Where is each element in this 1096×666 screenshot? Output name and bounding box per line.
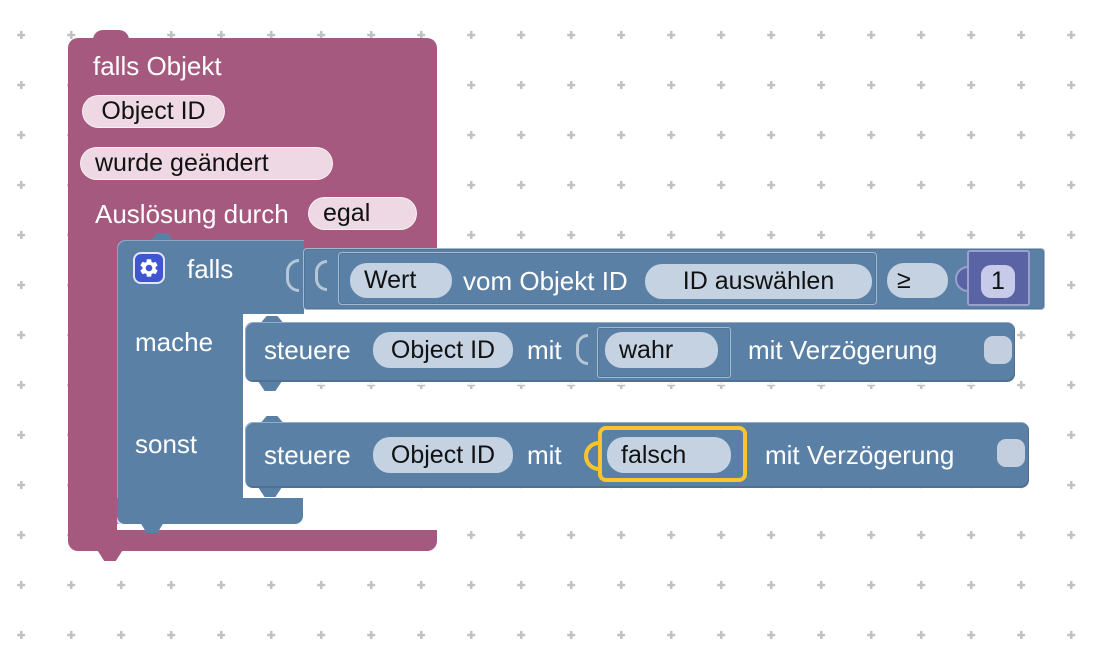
operator-dropdown[interactable]: ≥ <box>887 263 948 298</box>
do-label: mache <box>135 327 214 357</box>
else-label: sonst <box>135 429 198 459</box>
trigger-by-dropdown[interactable]: egal <box>308 197 417 230</box>
do-statement-prev-connector <box>260 316 284 323</box>
else-delay-checkbox[interactable] <box>997 439 1025 467</box>
if-block-next-connector <box>140 523 164 533</box>
number-value-field[interactable]: 1 <box>981 265 1015 298</box>
attribute-dropdown-label: Wert <box>364 266 417 294</box>
trigger-block-next-connector <box>97 551 123 561</box>
else-with-label: mit <box>527 440 562 470</box>
else-statement-prev-connector <box>260 416 284 423</box>
do-value-socket <box>576 334 588 365</box>
attribute-dropdown[interactable]: Wert <box>350 263 452 298</box>
else-delay-label: mit Verzögerung <box>765 440 955 470</box>
if-block-left-spine[interactable] <box>117 300 243 524</box>
selected-block-tab <box>584 441 599 471</box>
operator-dropdown-label: ≥ <box>897 266 911 294</box>
event-dropdown[interactable]: wurde geändert <box>80 147 333 180</box>
do-action-label: steuere <box>264 335 351 365</box>
event-dropdown-label: wurde geändert <box>95 149 269 177</box>
trigger-block-title: falls Objekt <box>93 51 222 81</box>
else-value-dropdown-label: falsch <box>621 440 687 469</box>
condition-object-id-field[interactable]: ID auswählen <box>645 264 872 299</box>
else-value-dropdown[interactable]: falsch <box>607 437 731 473</box>
else-control-block-next-connector <box>258 488 282 497</box>
trigger-block-bottom-bar[interactable] <box>68 530 437 551</box>
gear-glyph <box>140 259 158 277</box>
of-object-label: vom Objekt ID <box>463 266 628 296</box>
if-block-bottom-bar[interactable] <box>117 498 303 524</box>
do-delay-label: mit Verzögerung <box>748 335 938 365</box>
do-with-label: mit <box>527 335 562 365</box>
if-block-prev-connector <box>150 233 174 241</box>
number-block-tab <box>955 266 969 292</box>
do-object-id-field[interactable]: Object ID <box>373 332 513 368</box>
do-value-dropdown-label: wahr <box>619 335 674 364</box>
else-action-label: steuere <box>264 440 351 470</box>
condition-socket <box>286 259 299 292</box>
do-value-dropdown[interactable]: wahr <box>605 332 718 368</box>
object-id-field[interactable]: Object ID <box>82 95 225 128</box>
do-delay-checkbox[interactable] <box>984 336 1012 364</box>
trigger-by-label: Auslösung durch <box>95 199 289 229</box>
if-label: falls <box>187 254 234 284</box>
trigger-block-hat <box>93 30 129 40</box>
compare-left-socket <box>315 260 327 291</box>
else-object-id-field[interactable]: Object ID <box>373 437 513 473</box>
do-control-block-next-connector <box>258 382 282 391</box>
trigger-block-left-spine[interactable] <box>68 200 117 540</box>
mutator-gear-icon[interactable] <box>133 252 165 284</box>
trigger-by-dropdown-label: egal <box>323 199 371 227</box>
